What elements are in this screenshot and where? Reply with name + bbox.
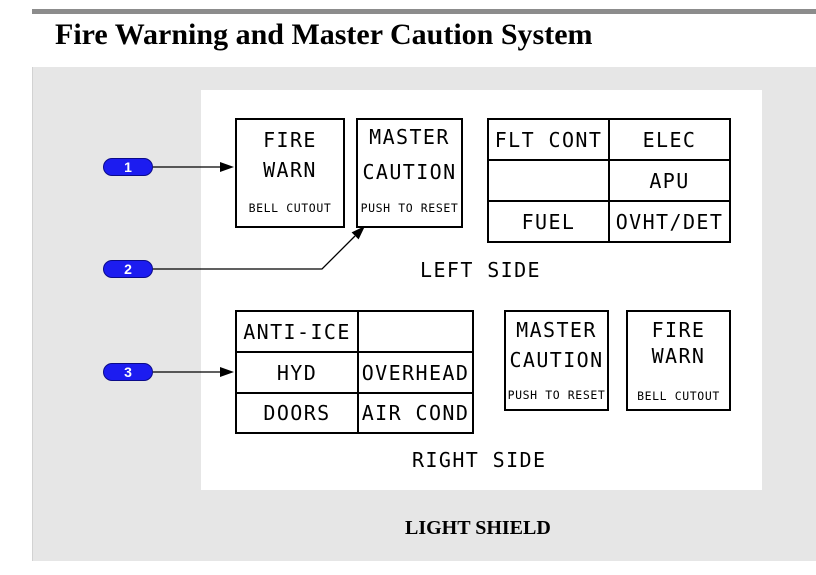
top-rule — [32, 9, 816, 14]
callout-badge-3: 3 — [103, 363, 153, 381]
annunciator-cell-overhead: OVERHEAD — [359, 353, 472, 392]
master-caution-line2: CAUTION — [362, 160, 457, 184]
annunciator-cell-air-cond: AIR COND — [359, 394, 472, 432]
master-caution-line2: CAUTION — [509, 348, 604, 372]
right-annunciator-panel: ANTI-ICE HYD OVERHEAD DOORS AIR COND — [235, 310, 474, 434]
callout-badge-2: 2 — [103, 260, 153, 278]
callout-badge-1: 1 — [103, 158, 153, 176]
annunciator-cell-flt-cont: FLT CONT — [489, 120, 608, 159]
left-master-caution-light: MASTER CAUTION PUSH TO RESET — [356, 118, 463, 228]
fire-warn-line2: WARN — [651, 344, 706, 368]
fire-warn-line1: FIRE — [651, 318, 706, 342]
left-side-label: LEFT SIDE — [420, 258, 541, 282]
annunciator-cell-blank — [359, 312, 472, 351]
annunciator-cell-doors: DOORS — [237, 394, 357, 432]
annunciator-cell-anti-ice: ANTI-ICE — [237, 312, 357, 351]
annunciator-cell-apu: APU — [610, 161, 729, 200]
master-caution-line1: MASTER — [516, 318, 597, 342]
annunciator-cell-ovht-det: OVHT/DET — [610, 202, 729, 241]
annunciator-cell-blank — [489, 161, 608, 200]
annunciator-cell-hyd: HYD — [237, 353, 357, 392]
left-annunciator-panel: FLT CONT ELEC APU FUEL OVHT/DET — [487, 118, 731, 243]
page-title: Fire Warning and Master Caution System — [55, 18, 593, 51]
annunciator-cell-fuel: FUEL — [489, 202, 608, 241]
light-shield-label: LIGHT SHIELD — [405, 517, 551, 539]
right-side-label: RIGHT SIDE — [412, 448, 547, 472]
annunciator-cell-elec: ELEC — [610, 120, 729, 159]
right-master-caution-light: MASTER CAUTION PUSH TO RESET — [504, 310, 609, 411]
master-caution-line1: MASTER — [369, 125, 450, 149]
fire-warn-sub: BELL CUTOUT — [248, 201, 332, 215]
master-caution-sub: PUSH TO RESET — [360, 201, 459, 215]
master-caution-sub: PUSH TO RESET — [507, 388, 606, 402]
fire-warn-line2: WARN — [263, 158, 317, 182]
fire-warn-line1: FIRE — [263, 128, 317, 152]
right-fire-warn-light: FIRE WARN BELL CUTOUT — [626, 310, 731, 411]
left-fire-warn-light: FIRE WARN BELL CUTOUT — [235, 118, 345, 228]
fire-warn-sub: BELL CUTOUT — [637, 389, 720, 403]
